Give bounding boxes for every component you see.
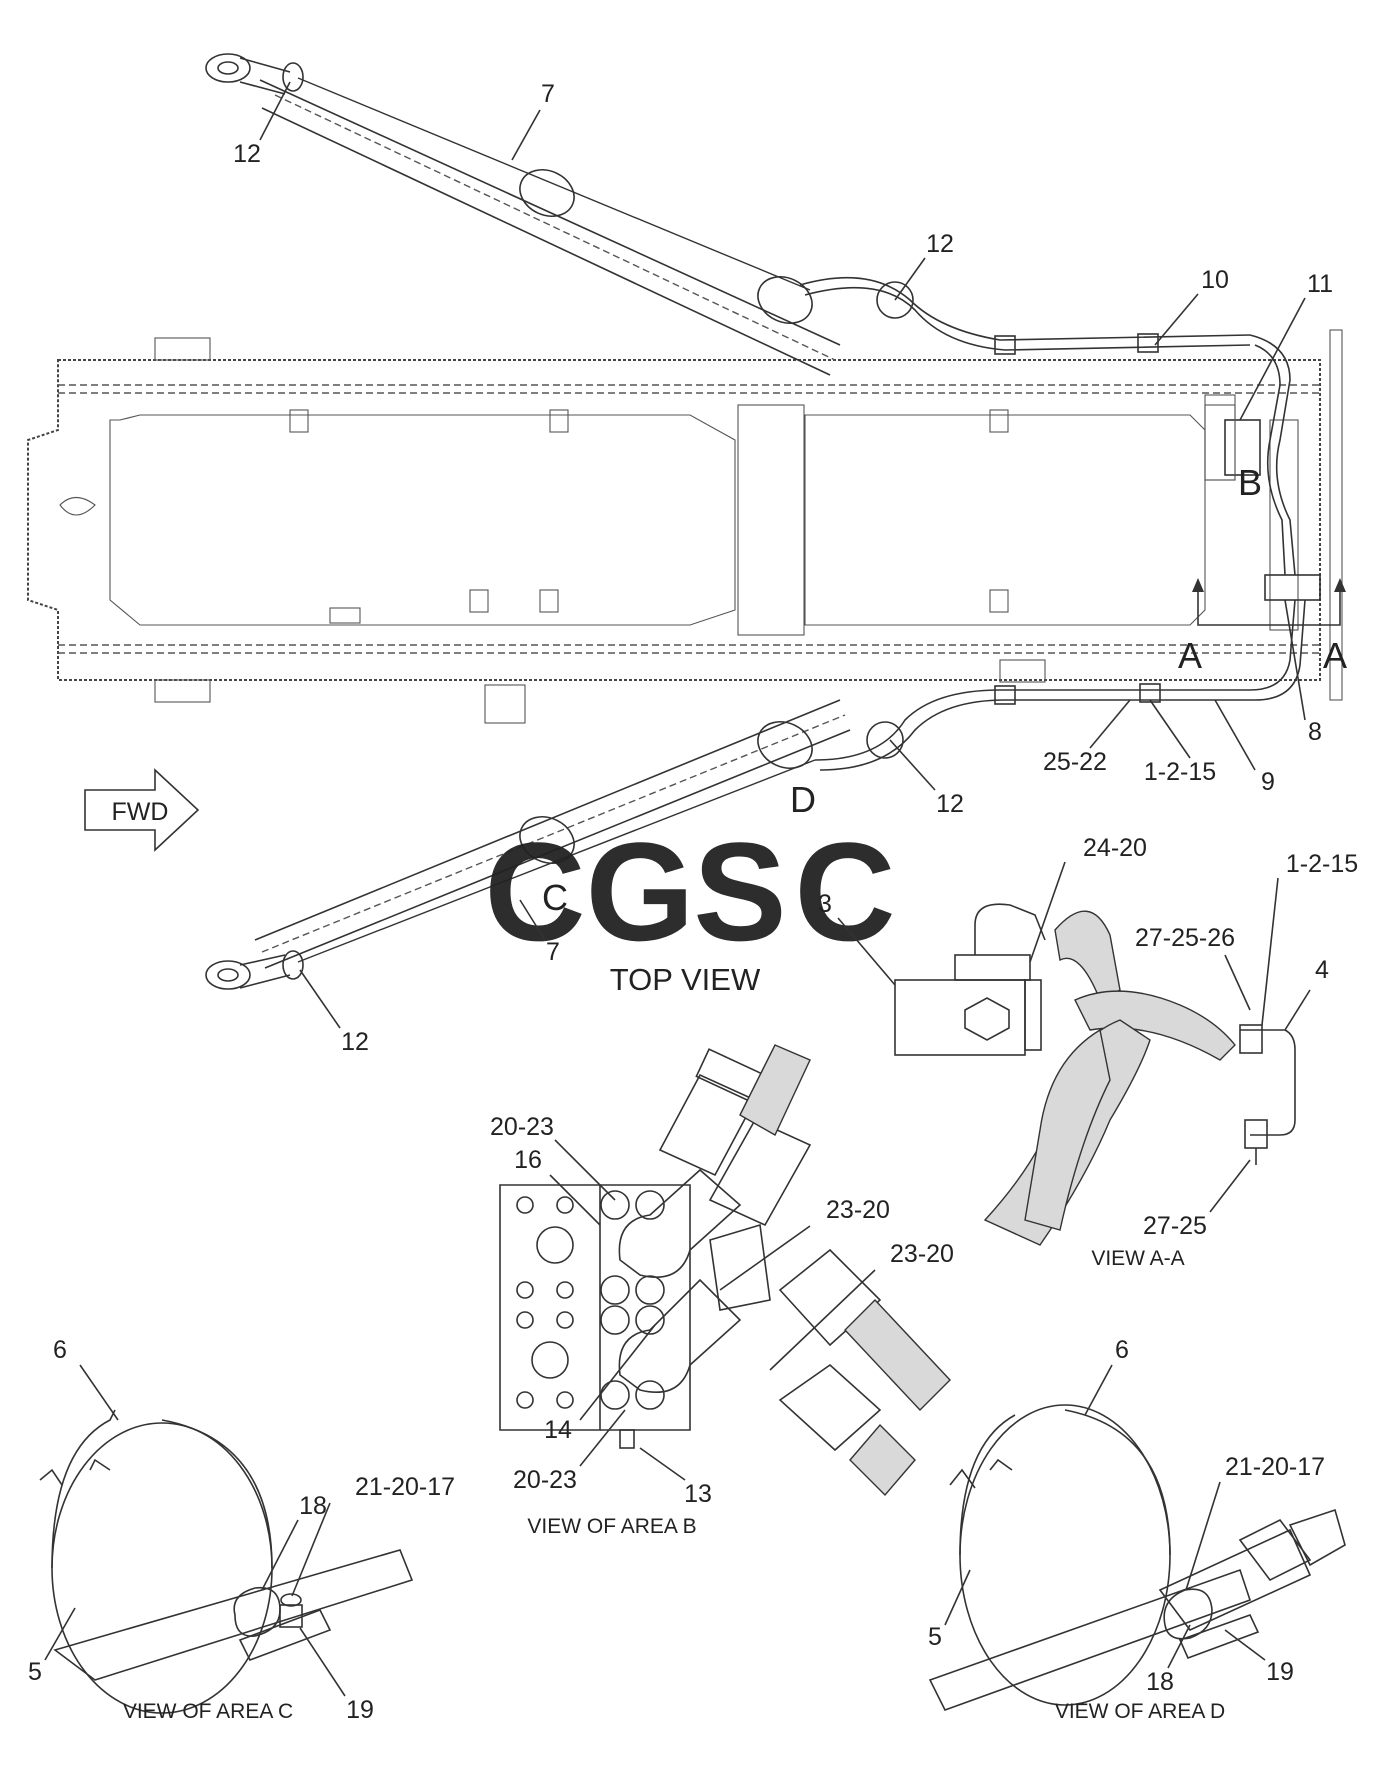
watermark-letter-4: C [794, 813, 895, 970]
callout-10: 10 [1201, 266, 1229, 294]
watermark-letter-3: S [693, 813, 786, 970]
section-a-arrows [1192, 578, 1346, 626]
callout-1-2-15-view-a-a: 1-2-15 [1286, 850, 1358, 878]
watermark-letter-1: C [484, 813, 585, 970]
callout-7-upper: 7 [541, 80, 555, 108]
callout-12-upper-right: 12 [926, 230, 954, 258]
upper-lift-cylinder [205, 53, 1251, 376]
view-area-c: VIEW OF AREA C 6 18 21-20-17 5 19 [28, 1336, 455, 1724]
callout-4: 4 [1315, 956, 1329, 984]
callout-3: 3 [818, 890, 832, 918]
callout-6-area-c: 6 [53, 1336, 67, 1364]
callout-21-20-17-area-d: 21-20-17 [1225, 1453, 1325, 1481]
view-a-a: VIEW A-A 24-20 1-2-15 27-25-26 4 3 27-25 [818, 834, 1358, 1270]
watermark-logo: C G S C [484, 813, 895, 970]
lower-lift-cylinder [205, 683, 1255, 990]
callout-6-area-d: 6 [1115, 1336, 1129, 1364]
callout-21-20-17-area-c: 21-20-17 [355, 1473, 455, 1501]
section-letter-c: C [542, 877, 568, 918]
view-area-b-title: VIEW OF AREA B [527, 1515, 696, 1538]
callout-1-2-15-top: 1-2-15 [1144, 758, 1216, 786]
callout-12-upper-left: 12 [233, 140, 261, 168]
callout-18-area-d: 18 [1146, 1668, 1174, 1696]
callout-5-area-c: 5 [28, 1658, 42, 1686]
callout-9: 9 [1261, 768, 1275, 796]
callout-12-lower-right: 12 [936, 790, 964, 818]
callout-16: 16 [514, 1146, 542, 1174]
watermark-letter-2: G [586, 813, 695, 970]
callout-19-area-c: 19 [346, 1696, 374, 1724]
fwd-label: FWD [112, 798, 169, 826]
view-area-d-title: VIEW OF AREA D [1055, 1700, 1225, 1723]
callout-19-area-d: 19 [1266, 1658, 1294, 1686]
section-letter-a-left: A [1178, 635, 1202, 676]
section-letter-a-right: A [1323, 635, 1347, 676]
callout-25-22: 25-22 [1043, 748, 1107, 776]
callout-24-20: 24-20 [1083, 834, 1147, 862]
callout-20-23-top: 20-23 [490, 1113, 554, 1141]
top-view-labels: TOP VIEW B A A C D 7 12 12 10 11 8 9 1-2… [233, 80, 1347, 1056]
callout-7-lower: 7 [546, 938, 560, 966]
fwd-arrow: FWD [84, 768, 200, 852]
view-area-c-title: VIEW OF AREA C [123, 1700, 293, 1723]
callout-27-25-26: 27-25-26 [1135, 924, 1235, 952]
callout-5-area-d: 5 [928, 1623, 942, 1651]
rear-hose-bundle [1204, 334, 1321, 701]
callout-27-25: 27-25 [1143, 1212, 1207, 1240]
callout-20-23-bottom: 20-23 [513, 1466, 577, 1494]
view-area-d: VIEW OF AREA D 6 21-20-17 5 18 19 [928, 1336, 1346, 1723]
callout-23-20-upper: 23-20 [826, 1196, 890, 1224]
view-a-a-title: VIEW A-A [1091, 1247, 1184, 1270]
callout-14: 14 [544, 1416, 572, 1444]
callout-18-area-c: 18 [299, 1492, 327, 1520]
view-area-b: VIEW OF AREA B 20-23 16 23-20 23-20 14 2… [490, 1044, 954, 1538]
callout-23-20-lower: 23-20 [890, 1240, 954, 1268]
section-letter-b: B [1238, 462, 1262, 503]
section-letter-d: D [790, 779, 816, 820]
callout-12-lower-left: 12 [341, 1028, 369, 1056]
frame-assembly [27, 329, 1343, 724]
callout-8: 8 [1308, 718, 1322, 746]
callout-13: 13 [684, 1480, 712, 1508]
callout-11: 11 [1307, 270, 1333, 298]
top-view-title: TOP VIEW [610, 962, 761, 997]
